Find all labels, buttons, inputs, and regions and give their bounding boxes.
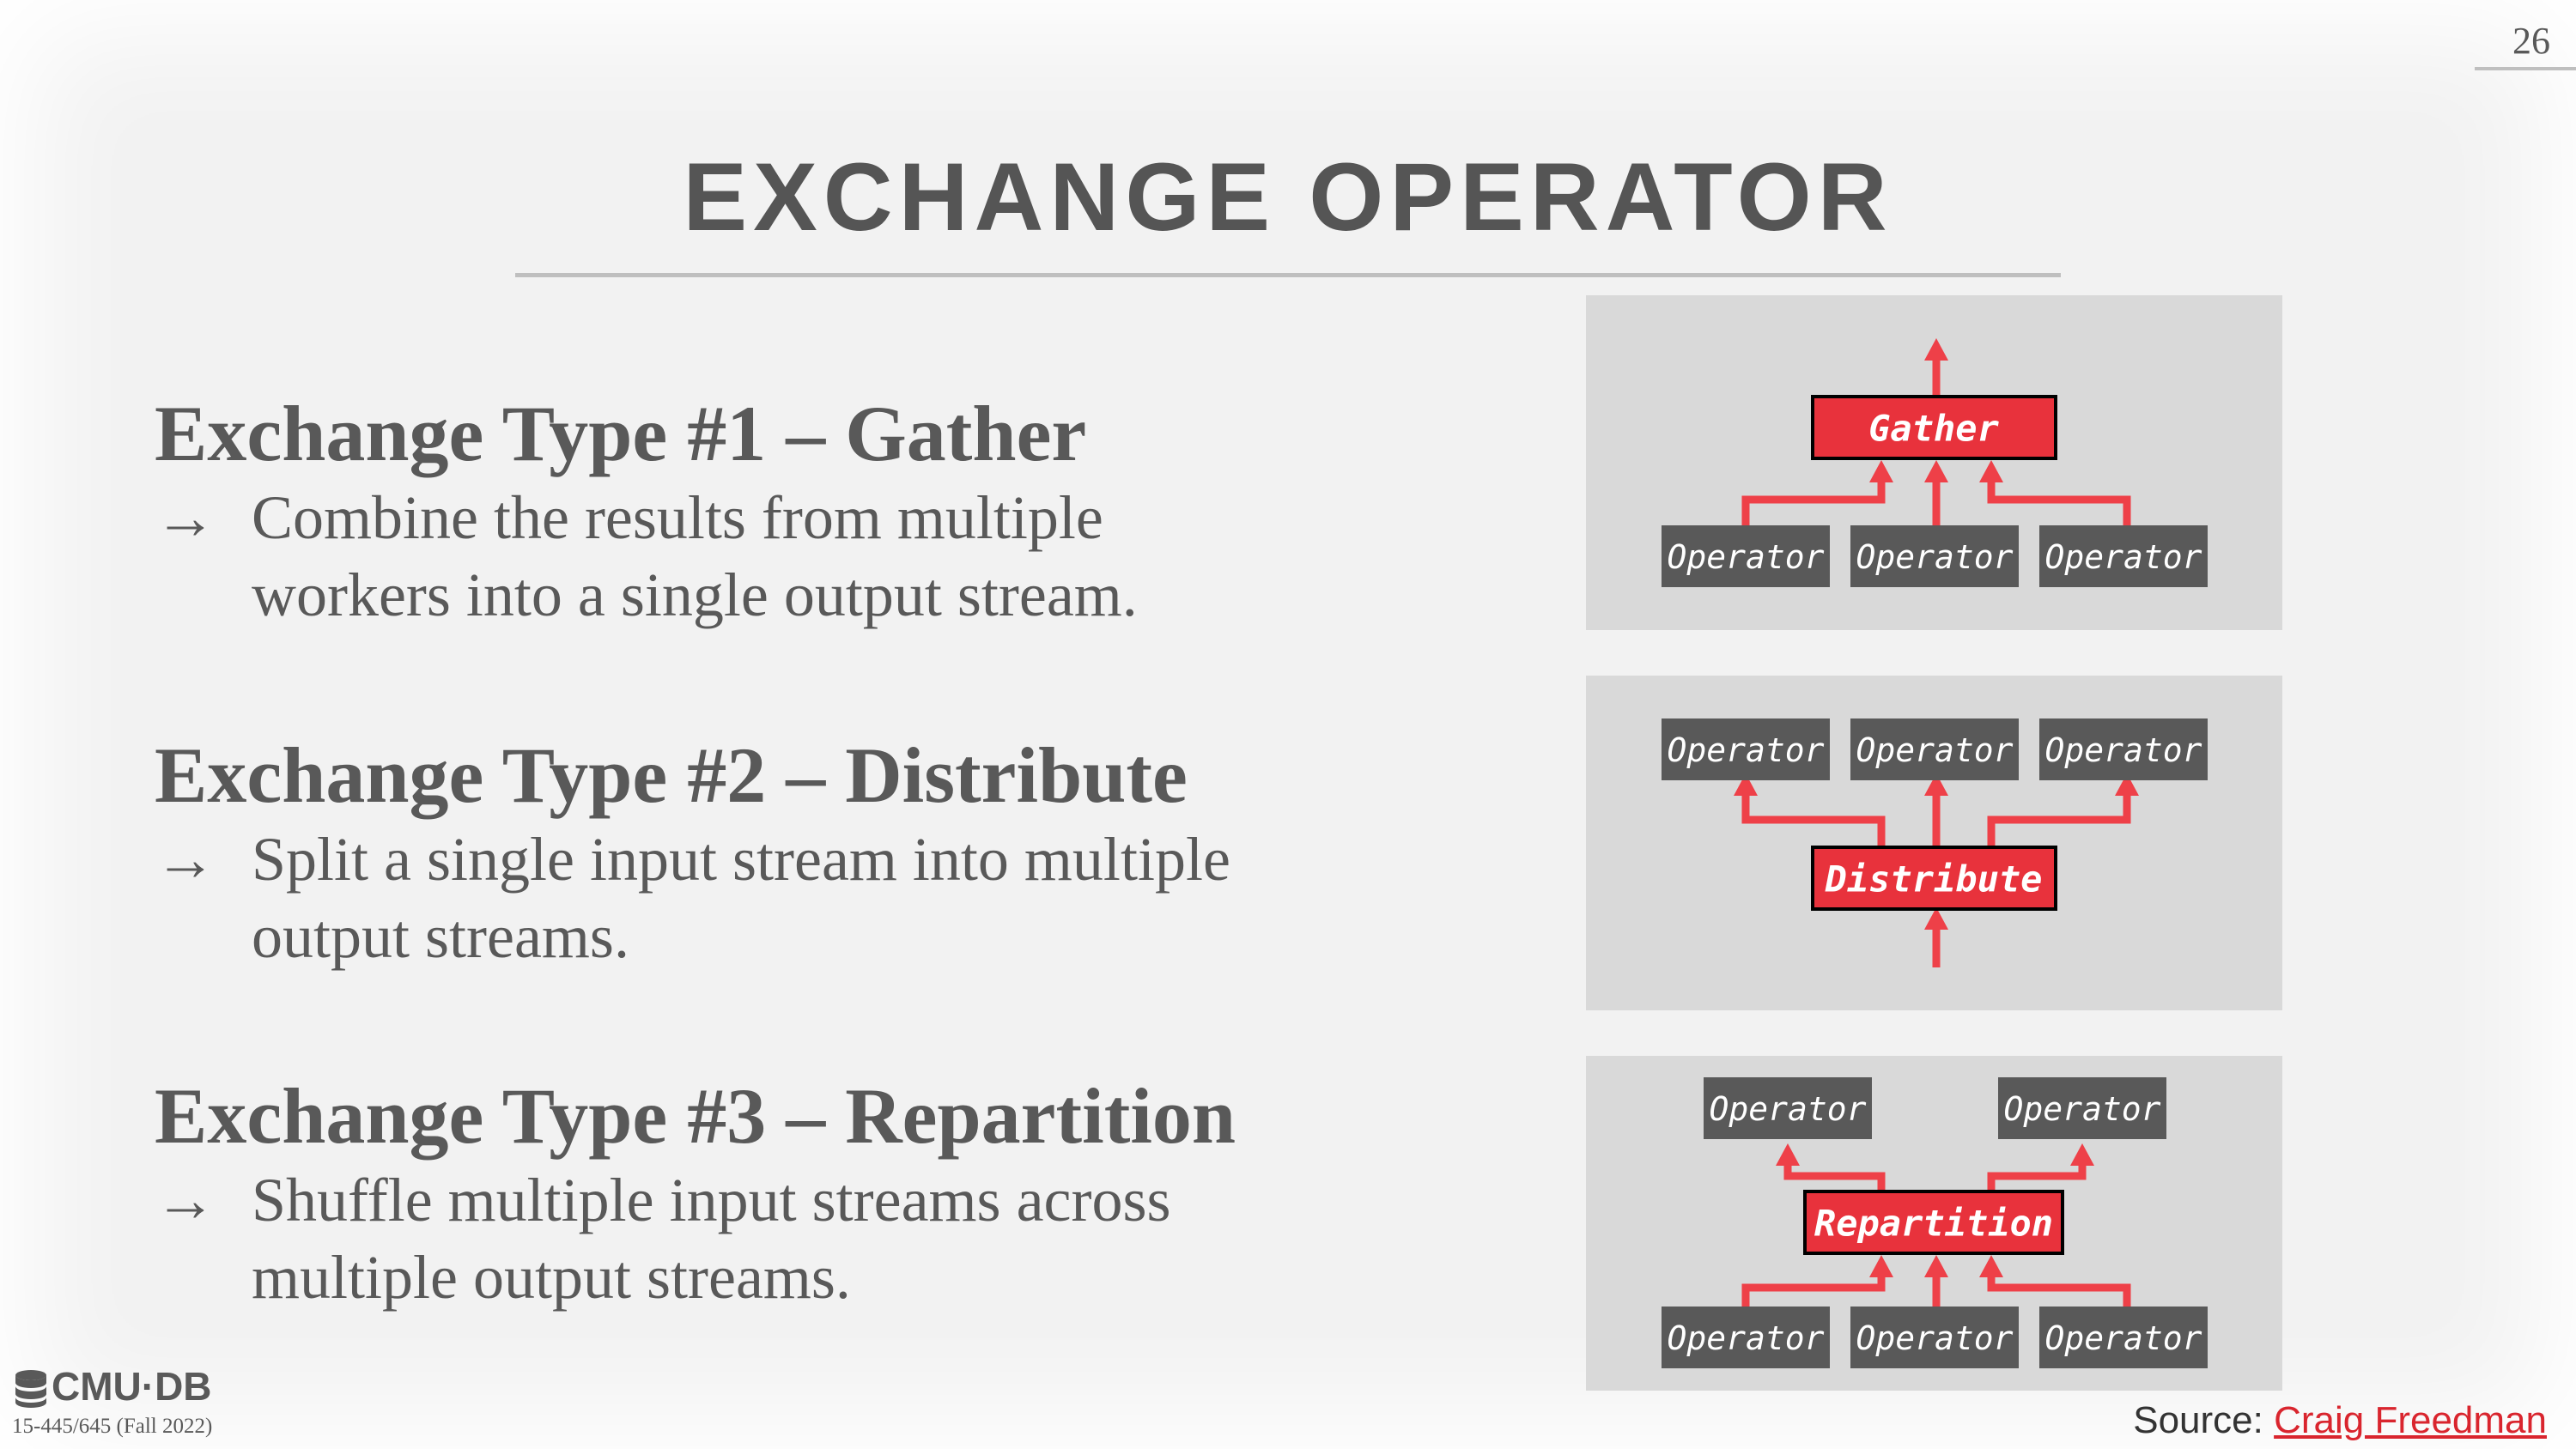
page-number: 26 (2512, 20, 2550, 62)
distribute-diagram: Operator Operator Operator Distribute (1586, 676, 2282, 1010)
gather-label: Gather (1868, 408, 1999, 450)
operator-node: Operator (1662, 525, 1830, 587)
operator-label: Operator (2044, 731, 2202, 769)
source-credit: Source: Craig Freedman (2133, 1399, 2547, 1442)
operator-node: Operator (1662, 718, 1830, 780)
operator-node: Operator (1850, 1307, 2019, 1368)
operator-label: Operator (1856, 538, 2013, 576)
source-link[interactable]: Craig Freedman (2274, 1399, 2547, 1441)
bullet-line: workers into a single output stream. (252, 561, 1138, 629)
operator-node: Operator (1704, 1077, 1872, 1139)
operator-label: Operator (2044, 538, 2202, 576)
slide-title: EXCHANGE OPERATOR (683, 143, 1893, 251)
title-divider (515, 273, 2061, 277)
arrow-icon: → (155, 1166, 216, 1234)
operator-label: Operator (1856, 731, 2013, 769)
section-repartition: Exchange Type #3 – Repartition → Shuffle… (155, 1069, 1528, 1316)
operator-label: Operator (1667, 1319, 1824, 1357)
operator-node: Operator (2039, 525, 2208, 587)
operator-label: Operator (1856, 1319, 2013, 1357)
operator-node: Operator (1998, 1077, 2166, 1139)
operator-node: Operator (2039, 718, 2208, 780)
operator-label: Operator (2044, 1319, 2202, 1357)
bullet-item: → Combine the results from multiple work… (155, 479, 1528, 634)
distribute-node: Distribute (1811, 846, 2057, 911)
section-heading: Exchange Type #3 – Repartition (155, 1072, 1236, 1160)
section-heading: Exchange Type #2 – Distribute (155, 731, 1188, 819)
bullet-line: Shuffle multiple input streams across (252, 1166, 1171, 1234)
gather-arrowheads (1869, 338, 2003, 482)
repartition-label: Repartition (1814, 1203, 2053, 1245)
operator-label: Operator (1667, 538, 1824, 576)
operator-node: Operator (1850, 525, 2019, 587)
repartition-diagram-svg: Operator Operator Repartition Operator O… (1662, 1077, 2208, 1368)
course-label: 15-445/645 (Fall 2022) (12, 1415, 213, 1438)
repartition-node: Repartition (1803, 1190, 2064, 1255)
bullet-line: Combine the results from multiple (252, 483, 1103, 552)
bullet-line: multiple output streams. (252, 1243, 851, 1312)
operator-node: Operator (1850, 718, 2019, 780)
operator-label: Operator (2003, 1090, 2160, 1128)
distribute-label: Distribute (1825, 858, 2043, 900)
operator-node: Operator (1662, 1307, 1830, 1368)
bullet-item: → Split a single input stream into multi… (155, 821, 1528, 975)
section-distribute: Exchange Type #2 – Distribute → Split a … (155, 728, 1528, 975)
arrow-icon: → (155, 825, 216, 894)
operator-node: Operator (2039, 1307, 2208, 1368)
bullet-line: Split a single input stream into multipl… (252, 825, 1230, 894)
arrow-icon: → (155, 483, 216, 552)
page-number-divider (2475, 67, 2576, 70)
operator-label: Operator (1667, 731, 1824, 769)
gather-diagram: Gather Operator Operator Operator (1586, 295, 2282, 630)
bullet-line: output streams. (252, 902, 629, 971)
section-heading: Exchange Type #1 – Gather (155, 390, 1087, 477)
bullet-item: → Shuffle multiple input streams across … (155, 1161, 1528, 1316)
section-gather: Exchange Type #1 – Gather → Combine the … (155, 386, 1528, 634)
repartition-diagram: Operator Operator Repartition Operator O… (1586, 1056, 2282, 1391)
distribute-diagram-svg: Operator Operator Operator Distribute (1662, 718, 2208, 967)
operator-label: Operator (1709, 1090, 1866, 1128)
distribute-arrowheads (1734, 773, 2139, 930)
database-icon (15, 1370, 46, 1408)
gather-node: Gather (1811, 395, 2057, 460)
source-prefix: Source: (2133, 1399, 2275, 1441)
repartition-arrowheads (1776, 1143, 2094, 1277)
cmu-db-logo: CMU·DB (52, 1364, 212, 1409)
gather-diagram-svg: Gather Operator Operator Operator (1662, 338, 2208, 587)
